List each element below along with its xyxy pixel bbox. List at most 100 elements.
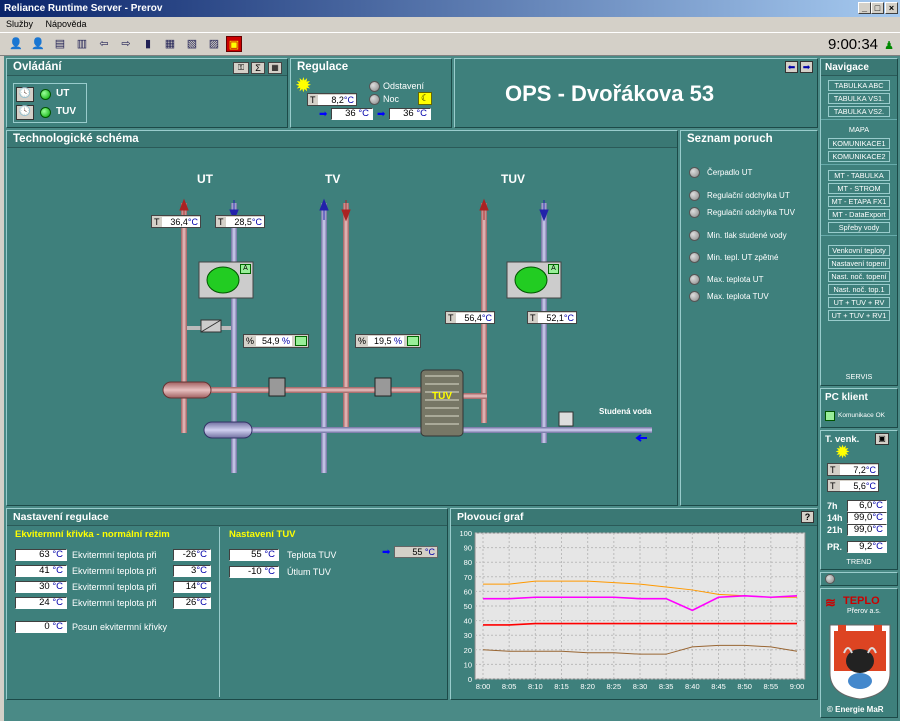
sigma-icon[interactable]: Σ — [251, 62, 265, 74]
nav-item-mapa[interactable]: MAPA — [828, 125, 890, 136]
curve-input-a[interactable]: 41 °C — [15, 565, 67, 577]
sun-icon: ✹ — [295, 75, 312, 97]
pump-tuv-rotor — [514, 266, 548, 294]
noc-led[interactable] — [369, 94, 380, 105]
nav-forward-icon[interactable]: ➡ — [800, 61, 813, 73]
arrow-up-icon — [319, 198, 329, 220]
heat-exchanger — [420, 369, 464, 437]
blue-collector — [203, 421, 253, 439]
brand-name: TEPLO — [843, 595, 880, 607]
nav-item-nastaveni-topeni[interactable]: Nastavení topení — [828, 258, 890, 269]
nav-item-mt-strom[interactable]: MT - STROM — [828, 183, 890, 194]
grid-icon[interactable]: ▦ — [268, 62, 282, 74]
main-area: Ovládání ⚿ Σ ▦ 🕓 UT 🕓 TUV Regulace ✹ T 8… — [4, 56, 900, 721]
tvenk-row-label: PR. — [827, 542, 843, 552]
curve-input-a[interactable]: 30 °C — [15, 581, 67, 593]
nav-item-tabulka-vs2[interactable]: TABULKA VS2. — [828, 106, 890, 117]
nav-item-tabulka-abc[interactable]: TABULKA ABC — [828, 80, 890, 91]
arrow-left-icon — [635, 434, 647, 442]
maximize-button[interactable]: □ — [871, 2, 884, 14]
nav-item-ut-tuv-rv[interactable]: UT + TUV + RV — [828, 297, 890, 308]
tvenk-row-value: 99,0°C — [847, 512, 887, 524]
tuv-temp-input[interactable]: 55 °C — [229, 549, 279, 561]
trend-button[interactable]: TREND — [828, 557, 890, 568]
ut-return-pipe — [231, 203, 237, 473]
alarm-icon[interactable]: ▣ — [226, 36, 242, 52]
nav-item-tabulka-vs1[interactable]: TABULKA VS1. — [828, 93, 890, 104]
tvenk-row-value: 6,0°C — [847, 500, 887, 512]
scheme-diagram — [162, 198, 652, 473]
arrow-down-icon — [341, 200, 351, 222]
nav-back-icon[interactable]: ⬅ — [785, 61, 798, 73]
menu-sluzby[interactable]: Služby — [6, 19, 34, 29]
tv-pipe-1 — [321, 203, 327, 473]
pump-tuv-mode[interactable]: A — [548, 264, 559, 274]
nav-item-komunikace2[interactable]: KOMUNIKACE2 — [828, 151, 890, 162]
nav-group-1: TABULKA ABC TABULKA VS1. TABULKA VS2. — [821, 76, 897, 117]
nav-item-mt-tabulka[interactable]: MT - TABULKA — [828, 170, 890, 181]
table-icon[interactable]: ▦ — [164, 38, 176, 50]
login-icon[interactable]: 👤 — [9, 38, 23, 50]
report-icon[interactable]: ▧ — [186, 38, 198, 50]
nav-item-sprby-vody[interactable]: Spřeby vody — [828, 222, 890, 233]
nav-item-mt-dataexport[interactable]: MT - DataExport — [828, 209, 890, 220]
tuv-actual-value: 55 °C — [394, 546, 438, 558]
y-tick-label: 60 — [464, 587, 472, 596]
noc-label: Noc — [383, 94, 400, 104]
curve-input-a[interactable]: 63 °C — [15, 549, 67, 561]
fault-led — [689, 167, 700, 178]
x-tick-label: 9:00 — [790, 682, 805, 691]
curve-input-b[interactable]: 3°C — [173, 565, 211, 577]
fault-cerpadlo-ut: Čerpadlo UT — [707, 168, 753, 177]
valve-mode-icon[interactable] — [407, 336, 419, 346]
curve-input-a[interactable]: 24 °C — [15, 597, 67, 609]
valve-mode-icon[interactable] — [295, 336, 307, 346]
curve-input-b[interactable]: 14°C — [173, 581, 211, 593]
nav-item-komunikace1[interactable]: KOMUNIKACE1 — [828, 138, 890, 149]
minimize-button[interactable]: _ — [858, 2, 871, 14]
fault-reg-ut: Regulační odchylka UT — [707, 191, 790, 200]
chart-icon[interactable]: ▮ — [144, 38, 152, 50]
menu-napoveda[interactable]: Nápověda — [45, 19, 87, 29]
back-arrow-icon[interactable]: ⇦ — [99, 38, 109, 50]
outdoor-temp-value: 8,2°C — [318, 95, 356, 105]
nav-item-servis[interactable]: SERVIS — [828, 372, 890, 383]
clock-icon[interactable]: 🕓 — [16, 105, 34, 120]
pump-ut-mode[interactable]: A — [240, 264, 251, 274]
calendar-icon[interactable]: ▣ — [875, 433, 889, 445]
clock-icon[interactable]: 🕓 — [16, 87, 34, 102]
settings-icon[interactable]: ▨ — [208, 38, 220, 50]
tuv-utlum-input[interactable]: -10 °C — [229, 566, 279, 578]
close-button[interactable]: × — [885, 2, 898, 14]
export-icon[interactable]: ▥ — [76, 38, 88, 50]
x-tick-label: 8:00 — [476, 682, 491, 691]
logout-icon[interactable]: 👤 — [31, 38, 45, 50]
brand-sub: Přerov a.s. — [847, 608, 881, 615]
ut-status-led — [40, 89, 51, 100]
posun-input[interactable]: 0 °C — [15, 621, 67, 633]
help-button[interactable]: ? — [801, 511, 814, 523]
cold-water-sensor-icon — [558, 411, 574, 427]
nav-item-venkovni-teploty[interactable]: Venkovní teploty — [828, 245, 890, 256]
nav-item-ut-tuv-rv1[interactable]: UT + TUV + RV1 — [828, 310, 890, 321]
odstaveni-led[interactable] — [369, 81, 380, 92]
nav-item-mt-etapa[interactable]: MT - ETAPA FX1 — [828, 196, 890, 207]
nav-item-nast-noc-top1[interactable]: Nast. noč. top.1 — [828, 284, 890, 295]
header-panel: OPS - Dvořákova 53 ⬅ ➡ — [454, 58, 818, 128]
tvenk-row-label: 14h — [827, 513, 843, 523]
poruchy-panel: Seznam poruch Čerpadlo UT Regulační odch… — [680, 130, 818, 506]
nav-item-nast-noc-topeni[interactable]: Nast. noč. topení — [828, 271, 890, 282]
curve-label: Ekvitermní teplota při — [72, 582, 157, 592]
curve-input-b[interactable]: 26°C — [173, 597, 211, 609]
curve-input-b[interactable]: -26°C — [173, 549, 211, 561]
series-line — [483, 594, 798, 612]
y-tick-label: 50 — [464, 602, 472, 611]
label-ut: UT — [197, 172, 213, 186]
print-icon[interactable]: ▤ — [54, 38, 66, 50]
forward-arrow-icon[interactable]: ⇨ — [121, 38, 131, 50]
hx-label: TUV — [432, 391, 452, 402]
key-icon[interactable]: ⚿ — [233, 62, 249, 74]
